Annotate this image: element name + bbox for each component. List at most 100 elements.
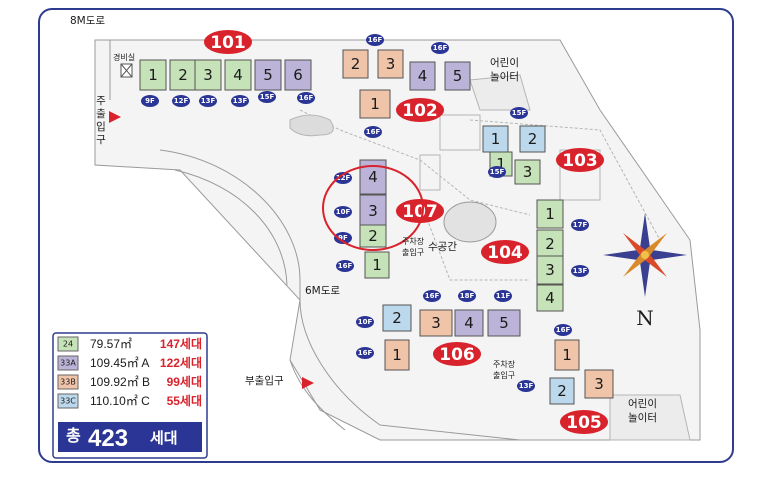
svg-text:15F: 15F [490, 168, 505, 176]
unit-102-2: 2 [342, 49, 369, 79]
sub-entrance-arrow [302, 377, 314, 389]
svg-text:9F: 9F [338, 234, 348, 242]
unit-106-3-number: 3 [431, 314, 441, 332]
svg-text:33C: 33C [60, 397, 76, 406]
svg-text:122세대: 122세대 [160, 355, 202, 370]
floor-badge-8: 16F [431, 42, 449, 54]
floor-badge-9: 16F [364, 126, 382, 138]
floor-badge-24: 13F [517, 380, 535, 392]
svg-text:총: 총 [66, 426, 81, 445]
unit-103-2: 2 [519, 125, 546, 153]
floor-badge-11: 15F [488, 166, 506, 178]
svg-text:110.10㎡ C: 110.10㎡ C [90, 394, 150, 408]
floor-badge-17: 13F [571, 265, 589, 277]
unit-107-2-number: 2 [368, 227, 378, 245]
road-top [94, 40, 111, 105]
unit-107-1: 1 [364, 251, 390, 279]
unit-105-1: 1 [554, 339, 580, 371]
unit-101-4: 4 [224, 59, 252, 91]
building-103-badge: 103 [556, 148, 604, 172]
floor-badge-16: 17F [571, 219, 589, 231]
svg-text:17F: 17F [573, 221, 588, 229]
unit-102-5-number: 5 [453, 67, 463, 85]
svg-text:16F: 16F [368, 36, 383, 44]
unit-102-5: 5 [444, 61, 471, 91]
playground-bottom-line2: 놀이터 [628, 412, 657, 424]
parking-entrance-106-line1: 주차장 [493, 359, 516, 369]
unit-102-1: 1 [359, 89, 391, 119]
road-lower [289, 299, 521, 441]
unit-104-2: 2 [536, 229, 564, 259]
svg-text:109.92㎡ B: 109.92㎡ B [90, 375, 150, 389]
parking-entrance-107-line2: 출입구 [402, 247, 424, 257]
svg-text:13F: 13F [519, 382, 534, 390]
unit-101-6: 6 [284, 59, 312, 91]
floor-badge-6: 16F [297, 92, 315, 104]
svg-text:10F: 10F [336, 208, 351, 216]
unit-101-4-number: 4 [233, 66, 243, 84]
svg-text:16F: 16F [338, 262, 353, 270]
svg-text:13F: 13F [233, 97, 248, 105]
compass-north-label: N [636, 306, 654, 330]
floor-badge-2: 12F [172, 95, 190, 107]
guard-house-cross [120, 63, 133, 78]
unit-102-1-number: 1 [370, 95, 380, 113]
playground-bottom-line1: 어린이 [628, 398, 657, 410]
svg-text:103: 103 [562, 151, 598, 171]
site-boundary [94, 39, 701, 441]
svg-text:24: 24 [63, 340, 73, 349]
svg-text:11F: 11F [496, 292, 511, 300]
highlight-ring-107 [322, 165, 424, 251]
unit-107-2: 2 [359, 224, 387, 248]
floor-badge-1: 9F [141, 95, 159, 107]
floor-badge-23: 16F [554, 324, 572, 336]
unit-101-6-number: 6 [293, 66, 303, 84]
svg-text:104: 104 [487, 243, 523, 263]
svg-text:18F: 18F [460, 292, 475, 300]
floor-badge-12: 12F [334, 172, 352, 184]
trees [289, 114, 334, 137]
unit-106-1: 1 [384, 339, 410, 371]
main-entrance-char-3: 입 [96, 120, 106, 133]
unit-104-1: 1 [536, 199, 564, 229]
unit-107-4-number: 4 [368, 168, 378, 186]
playground-top-line1: 어린이 [490, 57, 519, 69]
unit-106-5: 5 [487, 309, 521, 337]
svg-text:15F: 15F [512, 109, 527, 117]
svg-text:10F: 10F [358, 318, 373, 326]
svg-text:16F: 16F [358, 349, 373, 357]
unit-102-3: 3 [377, 49, 404, 79]
unit-102-4: 4 [409, 61, 436, 91]
unit-101-5-number: 5 [263, 66, 273, 84]
water-space-label: 수공간 [428, 241, 457, 253]
unit-106-4-number: 4 [464, 314, 474, 332]
floor-badge-22: 16F [356, 347, 374, 359]
floor-badge-14: 9F [334, 232, 352, 244]
unit-107-3: 3 [359, 194, 387, 228]
floor-badge-3: 13F [199, 95, 217, 107]
road-middle [159, 149, 301, 300]
unit-103-3-number: 3 [523, 163, 533, 181]
floor-badge-5: 15F [258, 91, 276, 103]
unit-107-3-number: 3 [368, 202, 378, 220]
unit-101-2-number: 2 [178, 66, 188, 84]
road-top-label: 8M도로 [70, 15, 105, 27]
parking-entrance-106-line2: 출입구 [493, 370, 515, 380]
svg-text:109.45㎡ A: 109.45㎡ A [90, 356, 149, 370]
floor-badge-19: 18F [458, 290, 476, 302]
playground-area-bottom [609, 394, 691, 441]
unit-101-5: 5 [254, 59, 282, 91]
main-entrance-char-1: 주 [96, 95, 106, 107]
unit-106-5-number: 5 [499, 314, 509, 332]
unit-105-3-number: 3 [594, 375, 604, 393]
svg-text:16F: 16F [425, 292, 440, 300]
unit-101-3: 3 [194, 59, 222, 91]
svg-text:101: 101 [210, 33, 246, 53]
compass-icon [603, 213, 687, 297]
svg-text:9F: 9F [145, 97, 155, 105]
svg-text:16F: 16F [366, 128, 381, 136]
